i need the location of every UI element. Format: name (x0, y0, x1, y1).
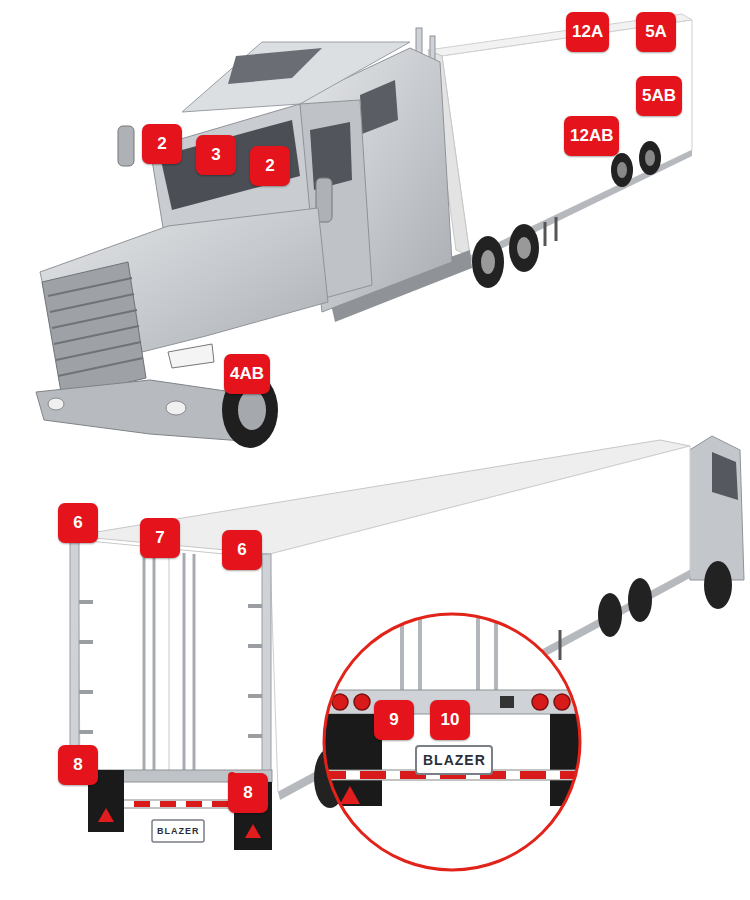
callout-badge: 8 (58, 745, 98, 785)
callout-number: 6 (73, 513, 82, 533)
callout-number: 5AB (642, 86, 676, 106)
callout-badge: 7 (140, 518, 180, 558)
callout-badge: 4AB (224, 354, 270, 394)
callout-badge: 2 (250, 146, 290, 186)
callout-number: 5A (645, 22, 667, 42)
callout-badge: 5AB (636, 76, 682, 116)
callout-number: 4AB (230, 364, 264, 384)
callout-badge: 2 (142, 124, 182, 164)
license-plate-text: BLAZER (423, 753, 486, 767)
callout-badge: 6 (58, 503, 98, 543)
callout-badge: 6 (222, 530, 262, 570)
callout-number: 9 (389, 710, 398, 730)
callout-badge: 8 (228, 773, 268, 813)
license-plate-text: BLAZER (157, 827, 200, 836)
callout-number: 12AB (570, 126, 613, 146)
callout-number: 3 (211, 145, 220, 165)
callout-number: 10 (441, 710, 460, 730)
callout-badge: 5A (636, 12, 676, 52)
callout-number: 2 (265, 156, 274, 176)
callout-badge: 9 (374, 700, 414, 740)
callout-badge: 10 (430, 700, 470, 740)
callout-number: 8 (243, 783, 252, 803)
callout-badge: 12A (566, 12, 609, 52)
callout-number: 12A (572, 22, 603, 42)
callout-number: 6 (237, 540, 246, 560)
callout-badge: 3 (196, 135, 236, 175)
callout-number: 7 (155, 528, 164, 548)
callout-number: 2 (157, 134, 166, 154)
callout-badge: 12AB (564, 116, 619, 156)
callout-number: 8 (73, 755, 82, 775)
